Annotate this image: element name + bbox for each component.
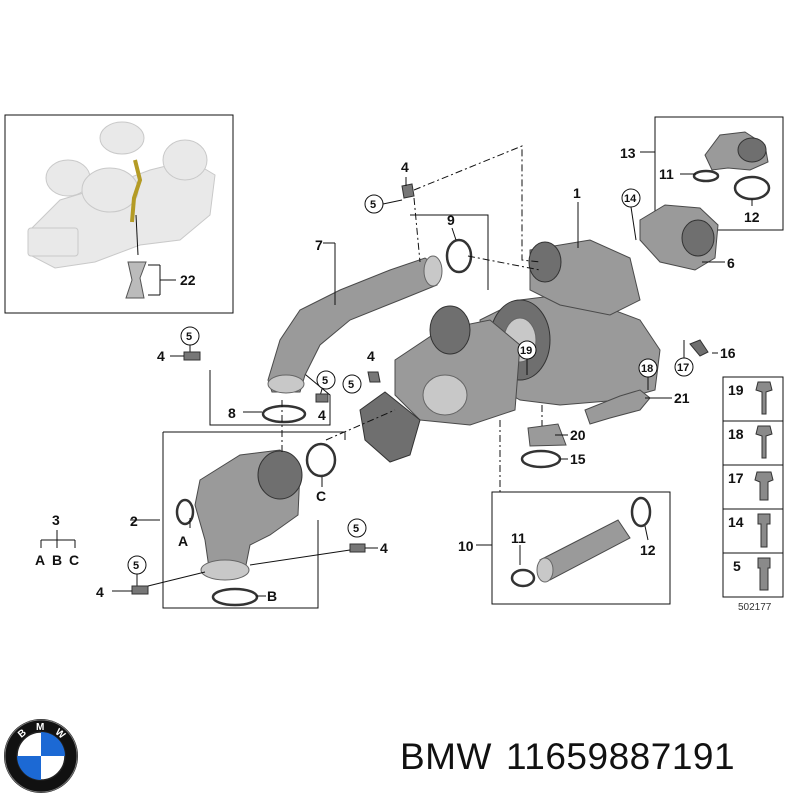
callout-17: 17 <box>677 362 689 374</box>
callout-5-lowright: 5 <box>353 523 359 535</box>
callout-18: 18 <box>641 363 653 375</box>
bmw-logo: B M W <box>4 719 78 793</box>
intake-housing-2: 2 A B C <box>130 431 346 609</box>
footer-brand: BMW <box>400 736 492 777</box>
side-item-19: 19 <box>728 382 744 398</box>
set-legend: 3 A B C <box>35 512 79 568</box>
callout-11b: 11 <box>511 530 526 546</box>
inset-overview: 22 <box>4 114 234 314</box>
callout-11a: 11 <box>659 166 674 182</box>
callout-19: 19 <box>520 345 532 357</box>
callout-C: C <box>316 488 326 504</box>
callout-5-top: 5 <box>370 199 376 211</box>
callout-B: B <box>267 588 277 604</box>
legend-item-B: B <box>52 552 62 568</box>
side-item-5: 5 <box>733 558 741 574</box>
elbow-inset-13: 13 11 12 <box>620 116 784 231</box>
legend-set-label: 3 <box>52 512 60 528</box>
callout-4-center: 4 <box>367 348 375 364</box>
callout-1: 1 <box>573 185 581 201</box>
callout-9: 9 <box>447 212 455 228</box>
legend-item-C: C <box>69 552 79 568</box>
callout-15: 15 <box>570 451 586 467</box>
part-6: 6 14 <box>621 188 735 271</box>
callout-8: 8 <box>228 405 236 421</box>
side-item-18: 18 <box>728 426 744 442</box>
fastener-side-panel: 19 18 17 14 5 502177 <box>722 376 784 613</box>
callout-13: 13 <box>620 145 636 161</box>
callout-12a: 12 <box>744 209 760 225</box>
turbocharger-assembly <box>359 239 661 463</box>
callout-6: 6 <box>727 255 735 271</box>
footer-part-info: BMW 11659887191 <box>400 736 792 786</box>
callout-16: 16 <box>720 345 736 361</box>
right-callouts: 19 20 15 21 18 16 17 <box>517 339 736 469</box>
footer-part-number: 11659887191 <box>505 736 736 777</box>
callout-4-top: 4 <box>401 159 409 175</box>
side-item-14: 14 <box>728 514 744 530</box>
callout-5-left: 5 <box>186 331 192 343</box>
callout-22: 22 <box>180 272 196 288</box>
charge-pipe-7: 7 8 9 <box>209 212 489 426</box>
callout-4-mid: 4 <box>318 407 326 423</box>
side-item-17: 17 <box>728 470 744 486</box>
callout-10: 10 <box>458 538 474 554</box>
callout-4-lowleft: 4 <box>96 584 104 600</box>
callout-4-left: 4 <box>157 348 165 364</box>
callout-21: 21 <box>674 390 690 406</box>
callout-12b: 12 <box>640 542 656 558</box>
callout-20: 20 <box>570 427 586 443</box>
callout-A: A <box>178 533 188 549</box>
legend-item-A: A <box>35 552 45 568</box>
callout-4-lowright: 4 <box>380 540 388 556</box>
pipe-inset-10: 10 11 12 <box>458 491 671 605</box>
assembly-lines <box>281 145 543 492</box>
callout-5-lowleft: 5 <box>133 560 139 572</box>
svg-text:M: M <box>36 722 44 733</box>
callout-7: 7 <box>315 237 323 253</box>
callout-5-mid: 5 <box>322 375 328 387</box>
callout-2: 2 <box>130 513 138 529</box>
fastener-callouts: 4 5 5 4 5 4 4 5 5 4 5 4 <box>96 159 415 600</box>
callout-14: 14 <box>624 193 637 205</box>
diagram-number: 502177 <box>738 602 772 613</box>
callout-5-center: 5 <box>348 379 354 391</box>
